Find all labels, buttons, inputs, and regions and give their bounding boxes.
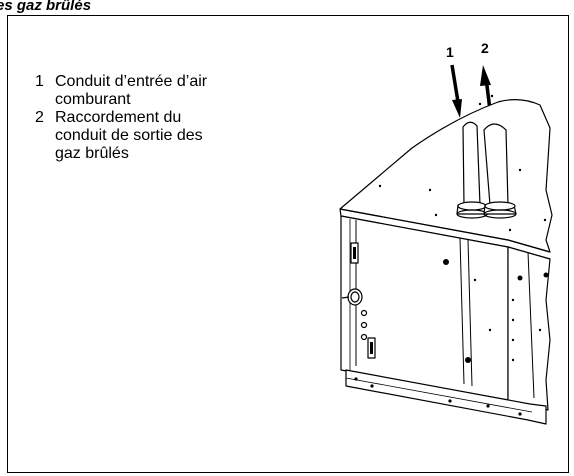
legend-item-text: Conduit d’entrée d’air comburant: [55, 73, 208, 108]
section-title: es gaz brûlés: [0, 0, 92, 14]
hinge: [367, 337, 376, 359]
screws: [378, 94, 549, 363]
legend-item: 2 Raccordement du conduit de sortie des …: [35, 109, 230, 163]
hinge: [350, 242, 359, 264]
air-inlet-arrow: [450, 64, 462, 118]
legend-item: 1 Conduit d’entrée d’air comburant: [35, 73, 230, 109]
legend-item-text: Raccordement du conduit de sortie des ga…: [55, 109, 203, 162]
flue-outlet-pipe: [483, 123, 517, 219]
legend-item-number: 1: [35, 73, 44, 90]
boiler-drawing: 1 2: [339, 40, 553, 425]
air-inlet-pipe: [456, 121, 489, 219]
figure-frame: [7, 15, 569, 473]
front-panel: [340, 215, 509, 401]
legend-item-number: 2: [35, 109, 44, 126]
callout-1-label: 1: [446, 44, 454, 60]
legend-list: 1 Conduit d’entrée d’air comburant 2 Rac…: [35, 73, 230, 163]
callout-2-label: 2: [481, 40, 489, 56]
gas-connection: [341, 288, 363, 306]
base-rail: [345, 369, 547, 425]
front-connectors: [360, 309, 368, 341]
